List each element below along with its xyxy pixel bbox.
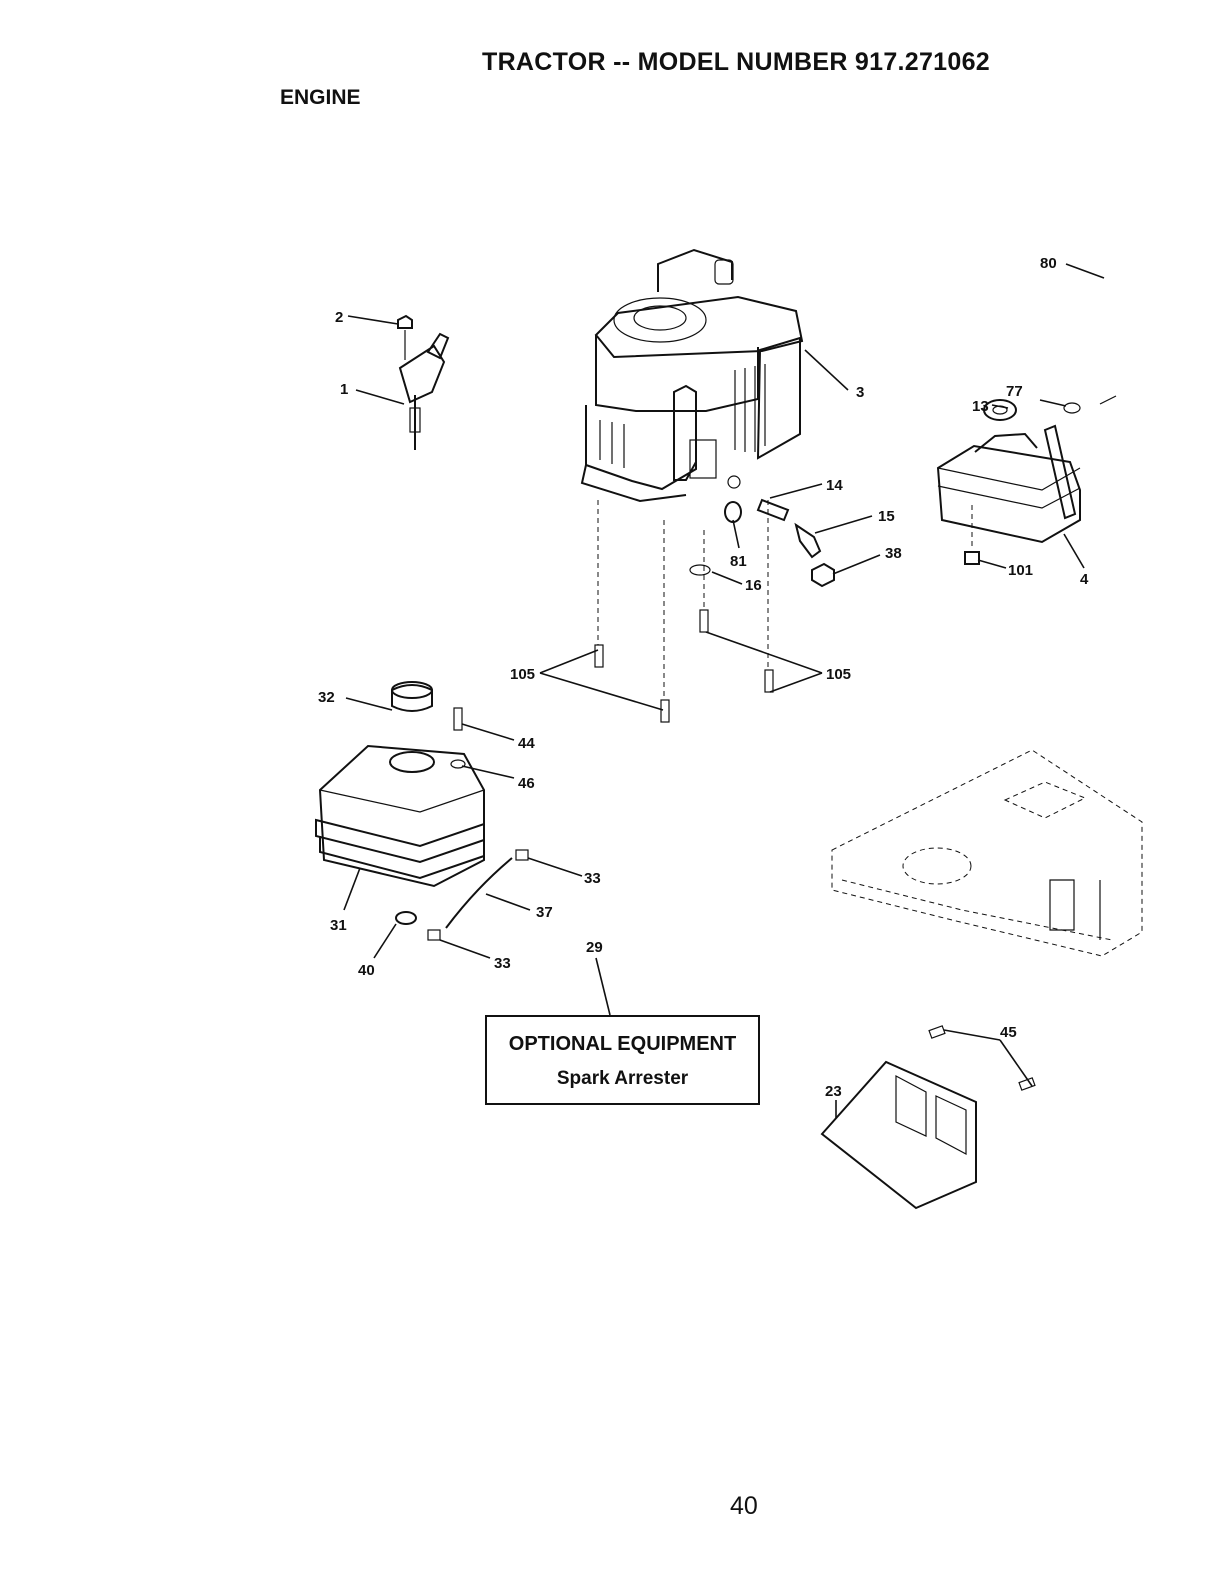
alignment-dashes: [598, 500, 972, 700]
callout-38: 38: [885, 545, 902, 562]
muffler-assembly: [938, 396, 1116, 564]
callout-44: 44: [518, 735, 535, 752]
tractor-frame: [832, 750, 1142, 956]
callout-labels: 1 2 3 4 13 14 15 16 23 29 31 32 33 33 37…: [318, 255, 1089, 1100]
engine-assembly: [582, 250, 802, 501]
callout-45: 45: [1000, 1024, 1017, 1041]
callout-29: 29: [586, 939, 603, 956]
callout-33a: 33: [584, 870, 601, 887]
callout-33b: 33: [494, 955, 511, 972]
callout-16: 16: [745, 577, 762, 594]
callout-3: 3: [856, 384, 864, 401]
optional-equipment-item: Spark Arrester: [487, 1068, 758, 1090]
callout-2: 2: [335, 309, 343, 326]
throttle-control: [398, 316, 448, 450]
callout-23: 23: [825, 1083, 842, 1100]
callout-32: 32: [318, 689, 335, 706]
callout-105a: 105: [510, 666, 535, 683]
page-number: 40: [730, 1492, 758, 1521]
callout-1: 1: [340, 381, 348, 398]
callout-77: 77: [1006, 383, 1023, 400]
callout-14: 14: [826, 477, 843, 494]
callout-31: 31: [330, 917, 347, 934]
callout-101: 101: [1008, 562, 1033, 579]
mounting-bolts: [595, 610, 773, 722]
callout-46: 46: [518, 775, 535, 792]
callout-40: 40: [358, 962, 375, 979]
optional-equipment-box: OPTIONAL EQUIPMENT Spark Arrester: [485, 1015, 760, 1105]
callout-81: 81: [730, 553, 747, 570]
callout-80: 80: [1040, 255, 1057, 272]
callout-37: 37: [536, 904, 553, 921]
callout-105b: 105: [826, 666, 851, 683]
optional-equipment-title: OPTIONAL EQUIPMENT: [487, 1033, 758, 1056]
callout-4: 4: [1080, 571, 1089, 588]
leader-lines: [344, 264, 1104, 1118]
callout-13: 13: [972, 398, 989, 415]
fuel-fittings: [690, 500, 834, 586]
callout-15: 15: [878, 508, 895, 525]
spark-arrester: [822, 1026, 1035, 1208]
